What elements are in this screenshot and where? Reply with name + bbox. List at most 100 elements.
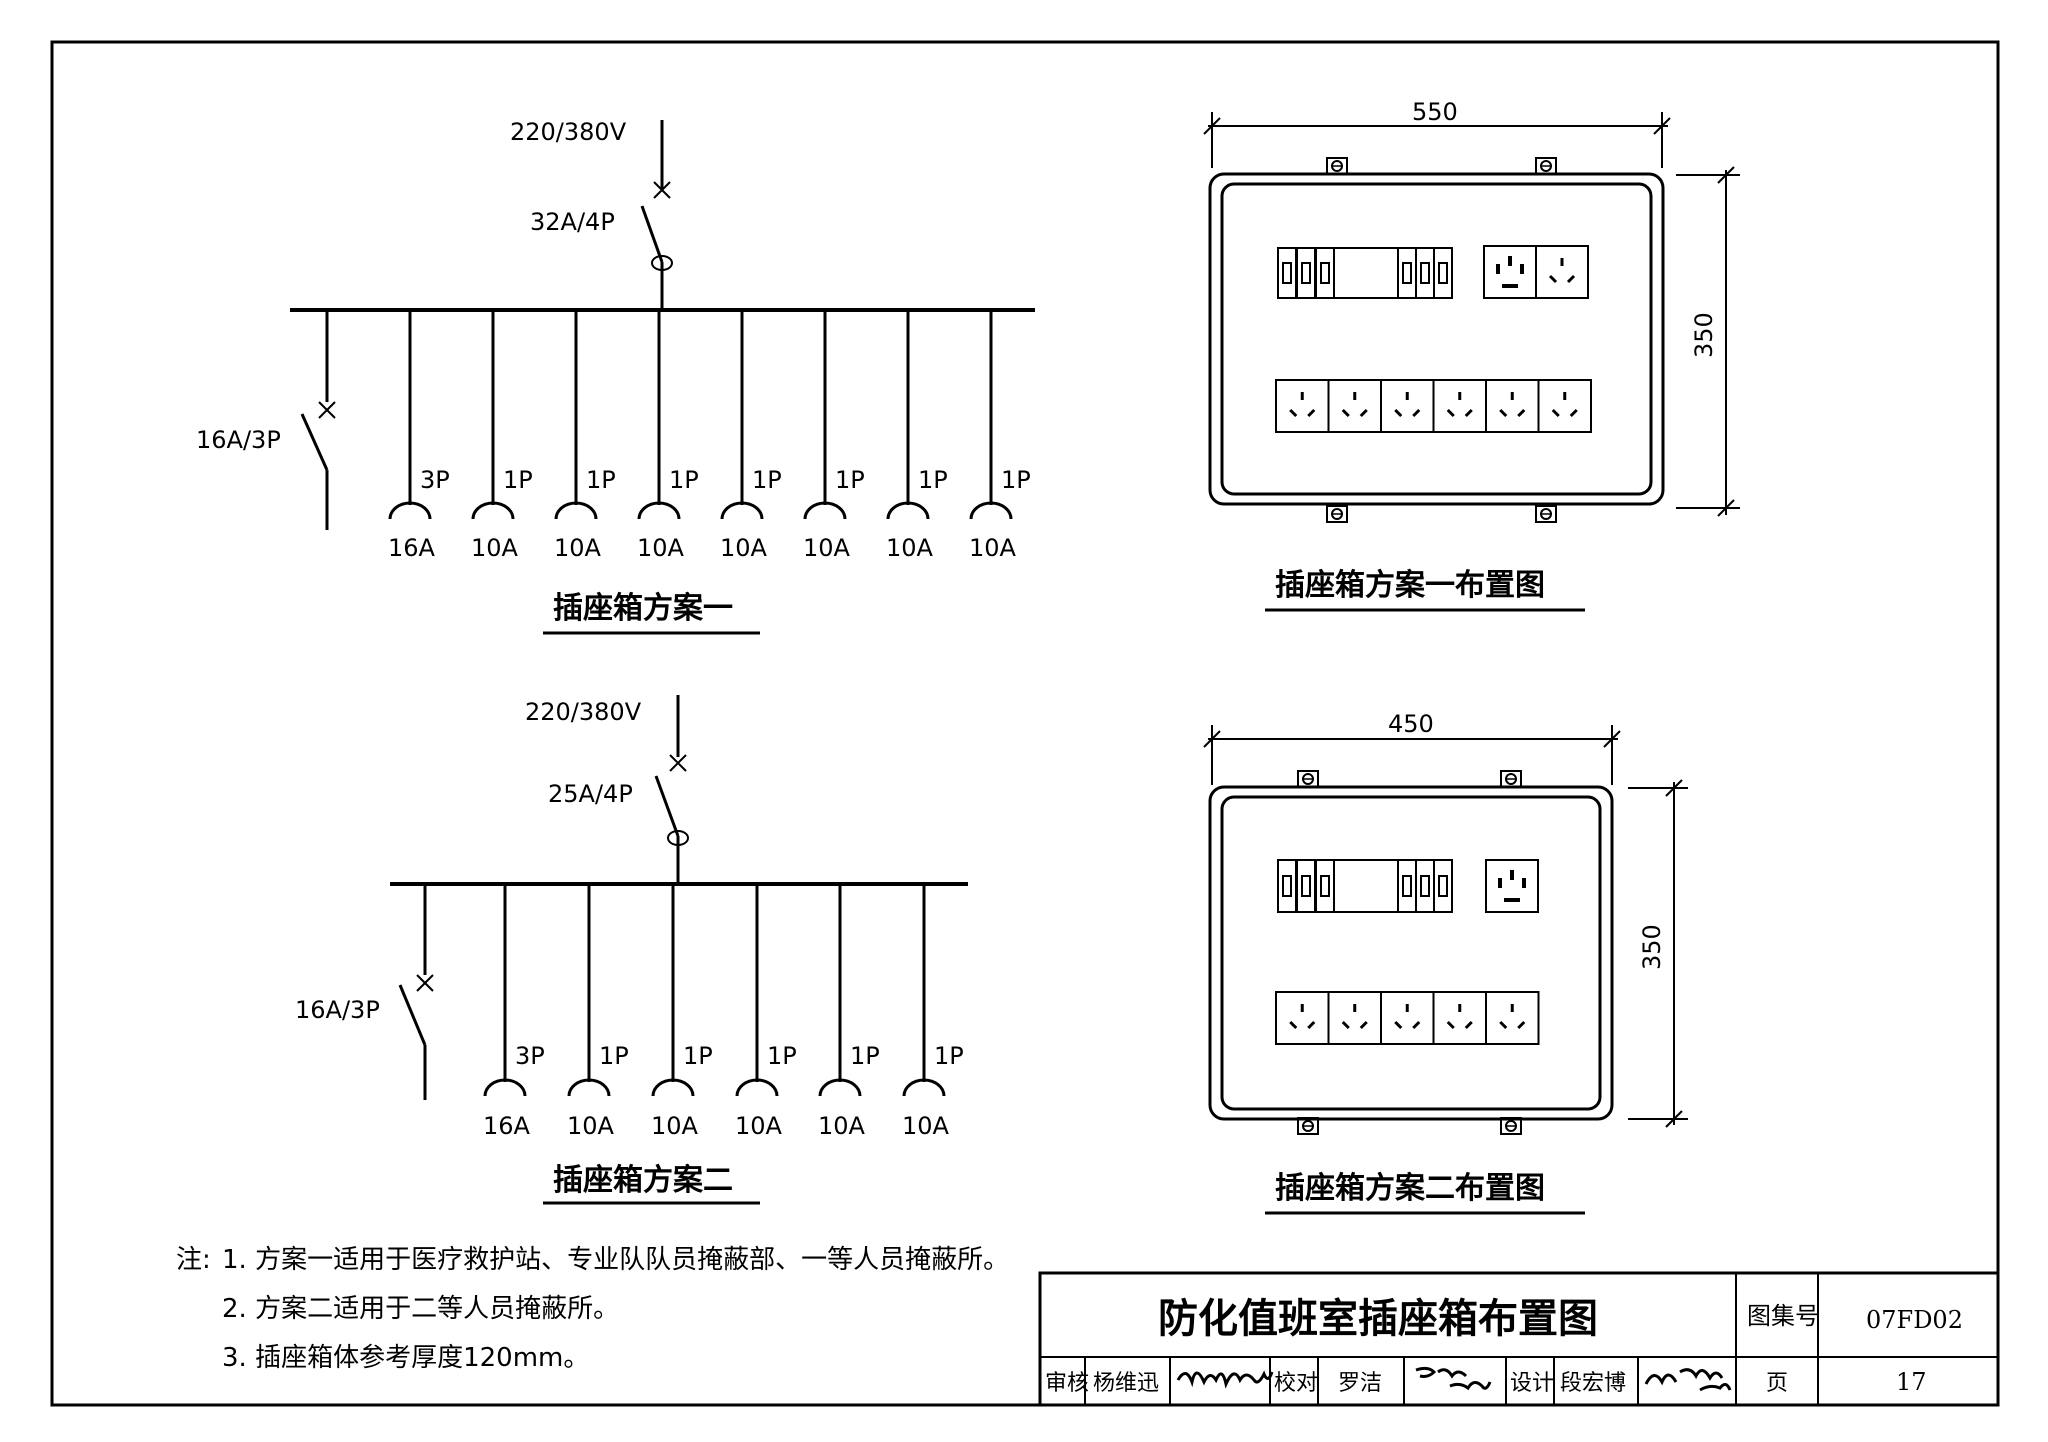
mounting-lug-icon [1297,1117,1319,1135]
reviewer-signature [1176,1370,1274,1389]
mounting-lug-icon [1535,505,1557,523]
scheme2-voltage: 220/380V [525,698,642,726]
notes: 注: 1. 方案一适用于医疗救护站、专业队队员掩蔽部、一等人员掩蔽所。 2. 方… [176,1245,1009,1373]
socket-symbol [886,501,930,520]
socket-symbol [735,1078,779,1097]
outlet-branch: 1P 10A [651,884,713,1140]
socket-symbol [902,1078,946,1097]
industrial-socket-icon [1483,245,1537,299]
outlet-branch: 1P 10A [818,884,880,1140]
scheme1-wiring-diagram: 220/380V 32A/4P 16A/3P 3P16A1P10A1P10A1P… [196,118,1035,635]
breaker-module [1315,247,1335,299]
designer-name: 段宏博 [1560,1371,1626,1396]
outlet-rating: 10A [567,1112,615,1140]
three-pin-socket-icon [1275,379,1330,433]
breaker-module [1397,859,1417,913]
layout1-box-plan: 550 350 插座箱方案一布置图 [1203,98,1740,612]
note-3: 3. 插座箱体参考厚度120mm。 [222,1343,589,1373]
breaker-module [1433,247,1453,299]
outlet-branch: 1P 10A [803,310,865,562]
outlet-poles: 1P [752,466,782,494]
outlet-poles: 1P [835,466,865,494]
outlet-rating: 16A [388,534,436,562]
socket-symbol [554,501,598,520]
breaker-module [1433,859,1453,913]
outlet-rating: 10A [902,1112,950,1140]
checker-name: 罗洁 [1338,1371,1382,1396]
outlet-poles: 1P [767,1042,797,1070]
breaker-module [1415,859,1435,913]
layout2-enclosure [1208,785,1614,1121]
outlet-branch: 1P 10A [735,884,797,1140]
outlet-branch: 1P 10A [902,884,964,1140]
page-number: 17 [1896,1368,1927,1396]
three-pin-socket-icon [1327,379,1382,433]
mounting-lug-icon [1500,770,1522,788]
socket-symbol [803,501,847,520]
layout2-breaker-strip [1277,859,1453,913]
mounting-lug-icon [1500,1117,1522,1135]
three-pin-socket-icon [1485,379,1540,433]
outlet-poles: 1P [850,1042,880,1070]
layout1-title: 插座箱方案一布置图 [1275,568,1545,603]
design-label: 设计 [1510,1371,1554,1396]
breaker-module [1415,247,1435,299]
designer-signature [1644,1368,1732,1392]
layout1-height-dimension: 350 [1690,312,1718,358]
outlet-rating: 10A [471,534,519,562]
scheme2-side-breaker: 16A/3P [295,996,380,1024]
layout1-breaker-strip [1277,247,1453,299]
outlet-rating: 10A [886,534,934,562]
outlet-poles: 1P [599,1042,629,1070]
three-pin-socket-icon [1535,245,1589,299]
three-pin-socket-icon [1380,379,1435,433]
socket-symbol [720,501,764,520]
outlet-poles: 1P [1001,466,1031,494]
outlet-rating: 10A [803,534,851,562]
outlet-poles: 1P [934,1042,964,1070]
socket-symbol [388,501,432,520]
scheme2-main-breaker: 25A/4P [548,780,633,808]
review-label: 审核 [1045,1371,1089,1396]
outlet-rating: 16A [483,1112,531,1140]
reviewer-name: 杨维迅 [1093,1371,1159,1396]
outlet-rating: 10A [637,534,685,562]
outlet-poles: 1P [683,1042,713,1070]
socket-symbol [567,1078,611,1097]
breaker-module [1277,859,1297,913]
outlet-rating: 10A [720,534,768,562]
breaker-module [1296,247,1316,299]
scheme2-wiring-diagram: 220/380V 25A/4P 16A/3P 3P16A1P10A1P10A1P… [295,695,968,1205]
outlet-branch: 1P 10A [720,310,782,562]
breaker-module [1315,859,1335,913]
mounting-lug-icon [1297,770,1319,788]
breaker-module [1277,247,1297,299]
outlet-rating: 10A [651,1112,699,1140]
breaker-module [1397,247,1417,299]
outlet-poles: 1P [586,466,616,494]
note-1: 1. 方案一适用于医疗救护站、专业队队员掩蔽部、一等人员掩蔽所。 [222,1245,1009,1275]
outlet-rating: 10A [969,534,1017,562]
scheme2-title: 插座箱方案二 [553,1163,733,1198]
mounting-lug-icon [1535,157,1557,175]
title-block: 防化值班室插座箱布置图 图集号 07FD02 审核 杨维迅 校对 罗洁 设计 段… [1038,1271,2000,1407]
drawing-title: 防化值班室插座箱布置图 [1158,1296,1598,1342]
layout2-title: 插座箱方案二布置图 [1275,1171,1545,1206]
page-label: 页 [1766,1371,1788,1396]
layout1-bottom-sockets [1275,379,1592,433]
socket-symbol [651,1078,695,1097]
three-pin-socket-icon [1327,991,1382,1045]
outlet-rating: 10A [735,1112,783,1140]
outlet-poles: 3P [420,466,450,494]
outlet-rating: 10A [818,1112,866,1140]
socket-symbol [471,501,515,520]
three-pin-socket-icon [1485,991,1540,1045]
notes-prefix: 注: [176,1245,211,1275]
breaker-module [1296,859,1316,913]
mounting-lug-icon [1326,157,1348,175]
